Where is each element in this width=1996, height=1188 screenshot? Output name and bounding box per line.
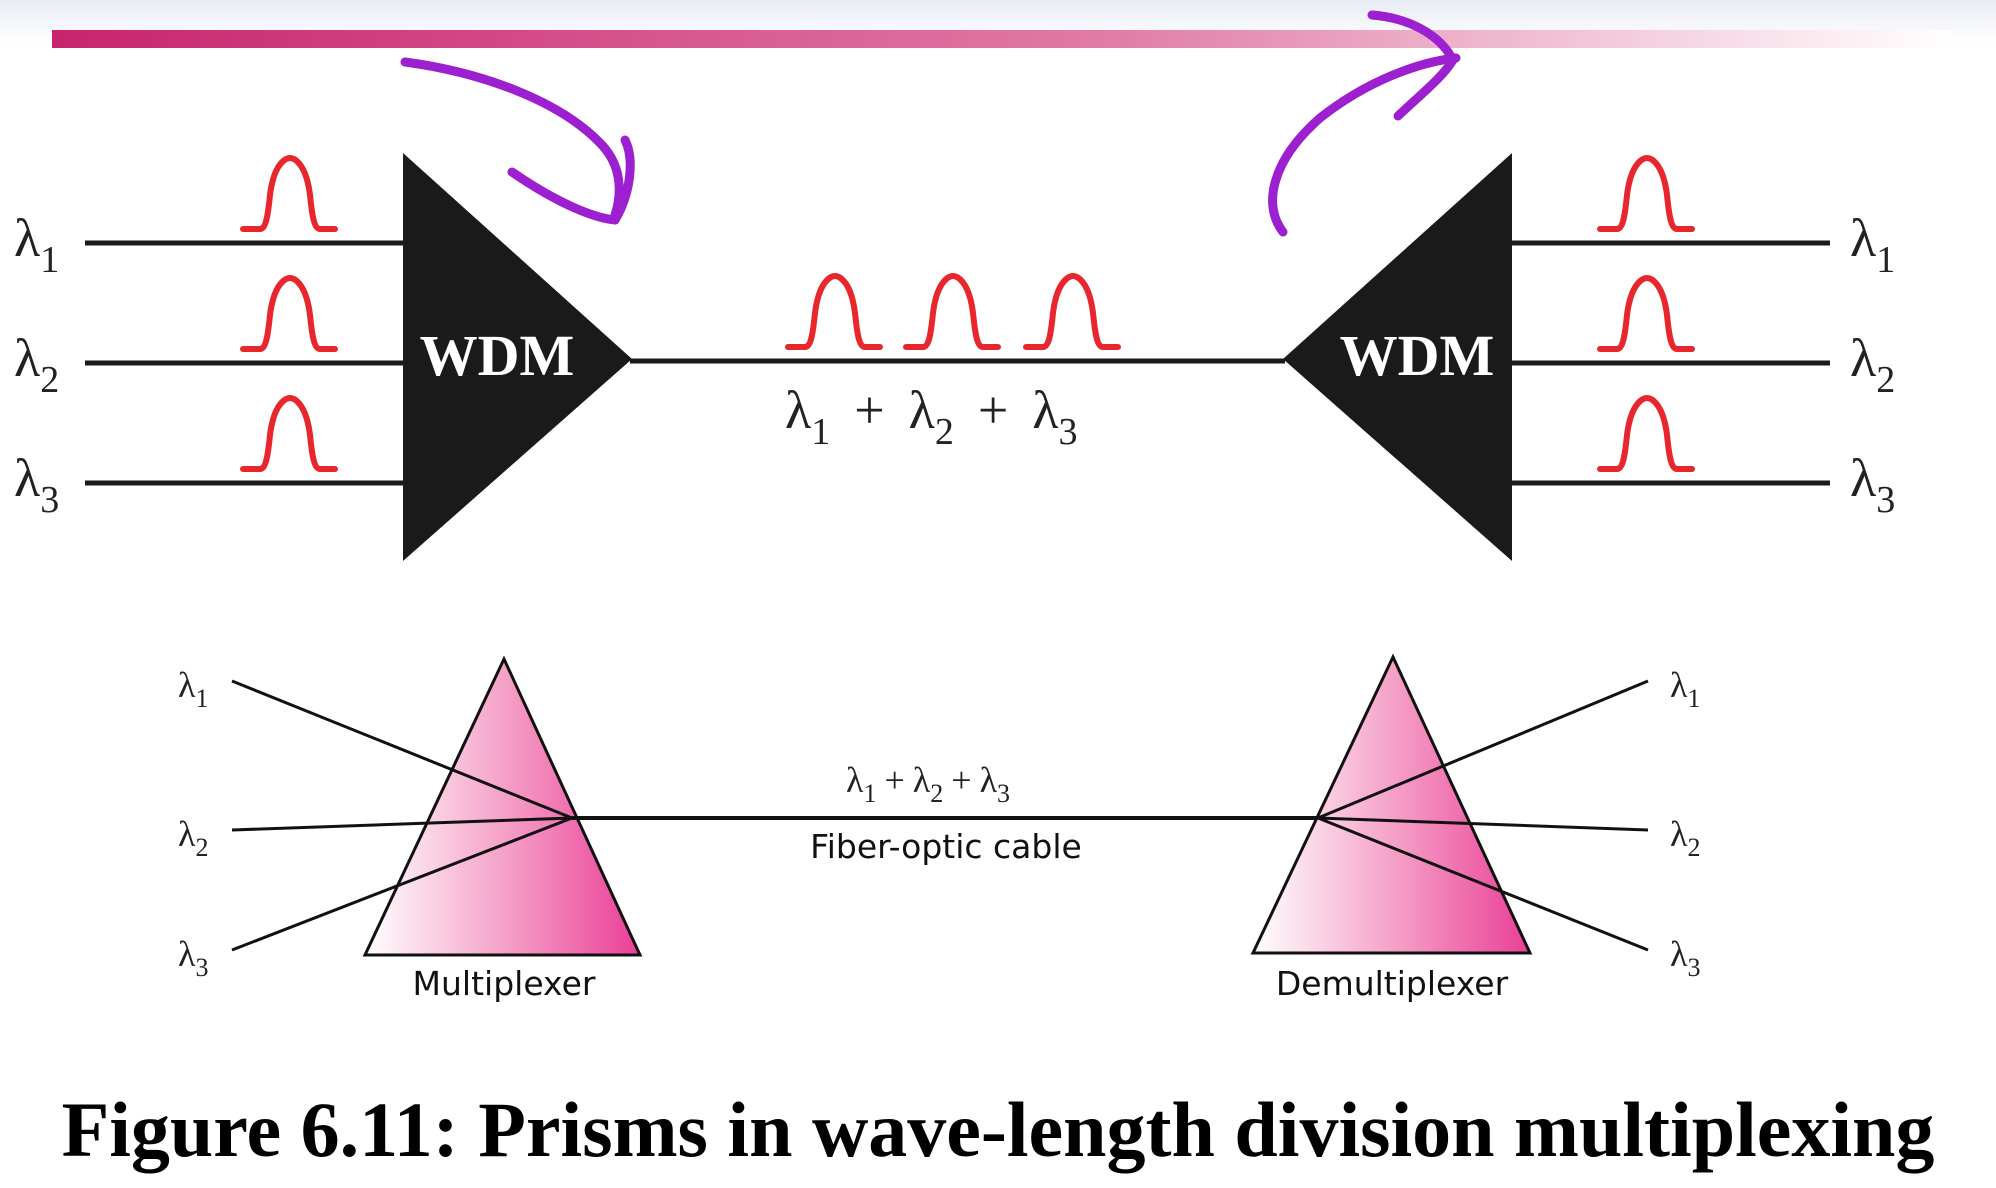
pulse-input-1 — [240, 154, 338, 232]
annotation-arrows — [400, 10, 1461, 237]
pulse-input-3 — [240, 394, 338, 472]
figure-caption: Figure 6.11: Prisms in wave-length divis… — [61, 1086, 1935, 1173]
bottom-input-label-3: λ3 — [178, 934, 208, 982]
bottom-output-label-3: λ3 — [1670, 934, 1700, 982]
annotation-arrow-left — [400, 57, 624, 220]
demultiplexer-label: Demultiplexer — [1276, 964, 1509, 1003]
top-output-label-2: λ2 — [1850, 328, 1895, 401]
annotation-arrow-left-head — [507, 135, 635, 225]
ray-in-1 — [231, 679, 573, 820]
pulse-group — [240, 154, 1695, 472]
multiplexer-prism — [362, 655, 643, 957]
bottom-output-label-2: λ2 — [1670, 814, 1700, 862]
top-wdm-diagram — [85, 240, 1830, 486]
bottom-input-label-1: λ1 — [178, 665, 208, 713]
pulse-output-2 — [1597, 274, 1695, 352]
wdm-multiplexer-shape — [403, 153, 632, 561]
ray-out-2 — [1317, 816, 1649, 832]
pulse-input-2 — [240, 274, 338, 352]
top-input-label-1: λ1 — [14, 208, 59, 281]
pulse-output-3 — [1597, 394, 1695, 472]
top-input-label-3: λ3 — [14, 448, 59, 521]
ray-out-1 — [1317, 679, 1649, 820]
annotation-arrow-right — [1268, 53, 1461, 237]
light-rays — [231, 679, 1649, 952]
wdm-left-label: WDM — [420, 323, 575, 388]
top-output-label-3: λ3 — [1850, 448, 1895, 521]
bottom-output-label-1: λ1 — [1670, 665, 1700, 713]
ray-in-3 — [231, 816, 573, 952]
wdm-right-label: WDM — [1340, 323, 1495, 388]
pulse-combined-3 — [1023, 272, 1121, 350]
top-output-label-1: λ1 — [1850, 208, 1895, 281]
top-input-label-2: λ2 — [14, 328, 59, 401]
pulse-combined-1 — [785, 272, 883, 350]
bottom-combined-label: λ1+λ2+λ3 — [846, 760, 1010, 808]
wdm-demultiplexer-shape — [1283, 153, 1512, 561]
demultiplexer-prism — [1250, 653, 1533, 955]
pulse-combined-2 — [903, 272, 1001, 350]
bottom-input-label-2: λ2 — [178, 814, 208, 862]
ray-in-2 — [231, 816, 573, 832]
top-combined-label: λ1+λ2+λ3 — [785, 380, 1078, 453]
header-bar — [52, 30, 1952, 48]
multiplexer-label: Multiplexer — [413, 964, 596, 1003]
pulse-output-1 — [1597, 154, 1695, 232]
ray-out-3 — [1317, 816, 1649, 952]
annotation-arrow-right-head — [1367, 10, 1458, 121]
fiber-optic-cable-label: Fiber-optic cable — [810, 827, 1082, 866]
